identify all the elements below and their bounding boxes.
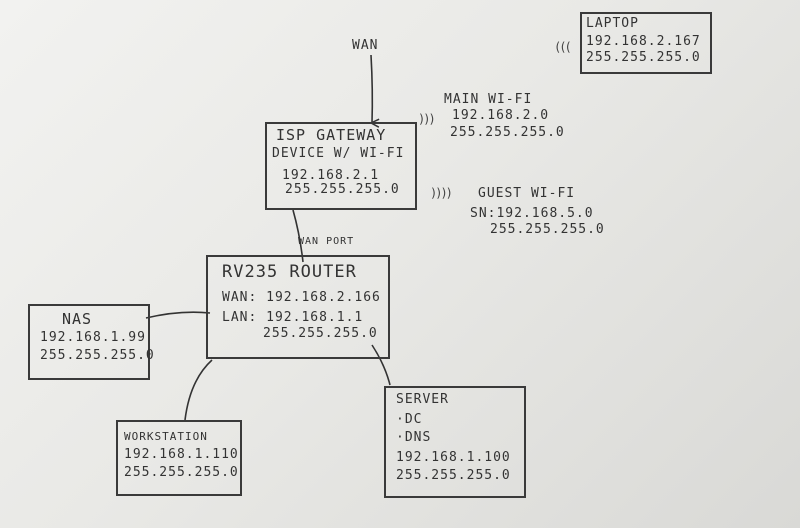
wifi-waves-icon: )))): [430, 186, 453, 200]
server-role-dns: ·DNS: [396, 430, 432, 445]
gateway-ip: 192.168.2.1: [282, 168, 380, 183]
router-wan-ip: WAN: 192.168.2.166: [222, 290, 381, 305]
gateway-router-line: [292, 209, 304, 263]
router-box: [206, 255, 390, 359]
laptop-mask: 255.255.255.0: [586, 50, 701, 65]
laptop-box: [580, 12, 712, 74]
guest-wifi-mask: 255.255.255.0: [490, 222, 605, 237]
nas-mask: 255.255.255.0: [40, 348, 155, 363]
server-label: SERVER: [396, 392, 449, 407]
router-workstation-line: [184, 359, 213, 421]
nas-router-line: [145, 311, 211, 319]
wan-label: WAN: [352, 38, 379, 53]
workstation-label: WORKSTATION: [124, 430, 208, 443]
nas-box: [28, 304, 150, 380]
nas-ip: 192.168.1.99: [40, 330, 146, 345]
guest-wifi-label: GUEST WI-FI: [478, 186, 576, 201]
server-box: [384, 386, 526, 498]
gateway-title-line1: ISP GATEWAY: [276, 126, 387, 144]
server-ip: 192.168.1.100: [396, 450, 511, 465]
main-wifi-mask: 255.255.255.0: [450, 125, 565, 140]
router-server-line: [371, 344, 391, 386]
wifi-waves-icon: ))): [556, 40, 572, 54]
router-lan-ip: LAN: 192.168.1.1: [222, 310, 364, 325]
server-mask: 255.255.255.0: [396, 468, 511, 483]
workstation-mask: 255.255.255.0: [124, 465, 239, 480]
wan-arrow-line: [371, 54, 372, 123]
gateway-title-line2: DEVICE W/ WI-FI: [272, 146, 405, 161]
wifi-waves-icon: ))): [418, 112, 436, 126]
main-wifi-network: 192.168.2.0: [452, 108, 550, 123]
laptop-label: LAPTOP: [586, 16, 639, 31]
main-wifi-label: MAIN WI-FI: [444, 92, 533, 107]
workstation-ip: 192.168.1.110: [124, 447, 239, 462]
router-mask: 255.255.255.0: [263, 326, 378, 341]
isp-gateway-box: [265, 122, 417, 210]
guest-wifi-subnet: SN:192.168.5.0: [470, 206, 594, 221]
nas-label: NAS: [62, 310, 93, 328]
router-title: RV235 ROUTER: [222, 262, 357, 282]
server-role-dc: ·DC: [396, 412, 423, 427]
laptop-ip: 192.168.2.167: [586, 34, 701, 49]
gateway-mask: 255.255.255.0: [285, 182, 400, 197]
wan-port-label: WAN PORT: [298, 236, 355, 247]
workstation-box: [116, 420, 242, 496]
